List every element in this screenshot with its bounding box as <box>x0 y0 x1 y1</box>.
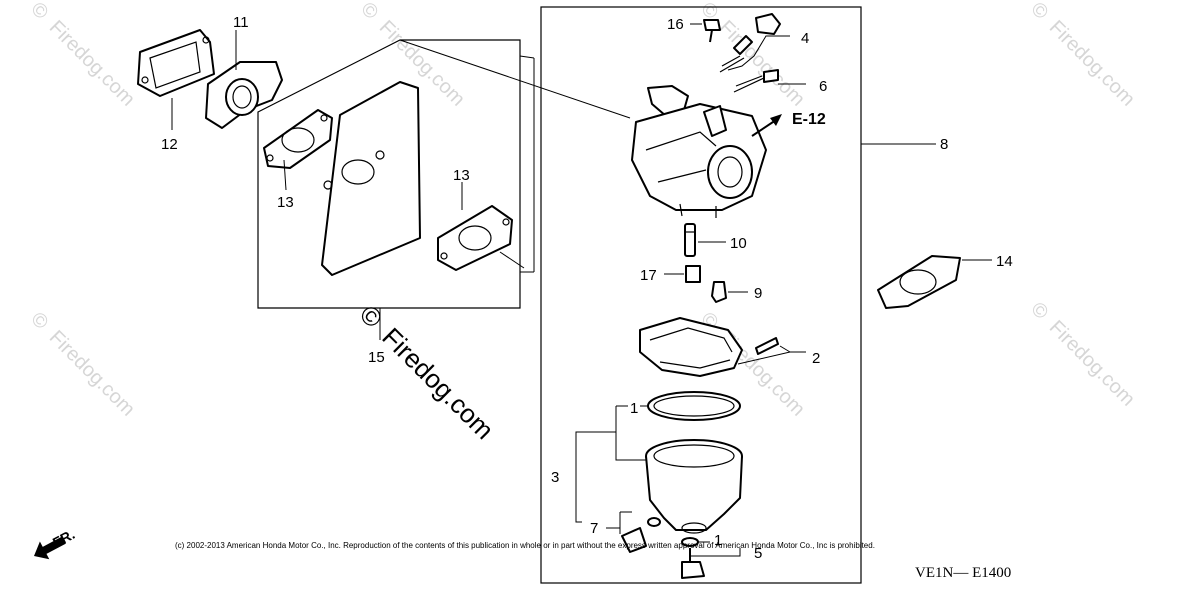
callout-2: 2 <box>812 350 820 367</box>
watermark-text: Firedog.com <box>45 326 139 420</box>
float-2 <box>639 317 806 377</box>
callout-10: 10 <box>730 235 747 252</box>
diagram-code: VE1N— E1400 <box>915 565 1011 581</box>
watermark-symbol: © <box>26 0 52 24</box>
callout-17: 17 <box>640 267 657 284</box>
callout-11: 11 <box>233 14 249 31</box>
callout-13-upper: 13 <box>277 194 294 211</box>
leader-13-upper <box>283 159 287 191</box>
callout-4: 4 <box>801 30 809 47</box>
leader-frame-carburetor <box>399 39 631 119</box>
main-jet-17 <box>664 265 701 283</box>
pilot-screw-set-4 <box>719 13 790 73</box>
screw-16 <box>690 19 721 43</box>
callout-1-lower: 1 <box>714 532 722 549</box>
watermark-symbol: © <box>356 0 382 24</box>
callout-9: 9 <box>754 285 762 302</box>
reference-e12: E-12 <box>751 111 826 137</box>
callout-3: 3 <box>551 469 559 486</box>
gasket-13-upper <box>263 109 333 169</box>
watermark-symbol: © <box>26 308 52 334</box>
watermark-symbol: © <box>1026 298 1052 324</box>
float-valve-9 <box>711 281 748 303</box>
callout-15: 15 <box>368 349 385 366</box>
watermark-main-text: Firedog.com <box>376 322 499 445</box>
watermark-main: © Firedog.com <box>354 299 500 445</box>
gasket-13-lower <box>437 205 513 271</box>
bracket-3 <box>575 431 646 523</box>
leader-13 <box>499 251 525 269</box>
leader-frame-link <box>519 55 535 59</box>
callout-8: 8 <box>940 136 948 153</box>
float-chamber-3 <box>645 439 743 534</box>
callout-6: 6 <box>819 78 827 95</box>
watermark-text: Firedog.com <box>1045 316 1139 410</box>
callout-5: 5 <box>754 545 762 562</box>
front-arrow-icon <box>34 536 66 560</box>
o-ring-1 <box>640 391 741 421</box>
watermark-main-symbol: © <box>354 299 389 334</box>
callout-1-upper: 1 <box>630 400 638 417</box>
callout-16: 16 <box>667 16 684 33</box>
main-nozzle-10 <box>684 223 726 257</box>
carburetor-assembly-frame <box>540 6 862 584</box>
drain-screw-7 <box>606 511 661 553</box>
copyright-notice: (c) 2002-2013 American Honda Motor Co., … <box>175 541 875 550</box>
callout-7: 7 <box>590 520 598 537</box>
heat-shield-plate <box>321 81 421 276</box>
watermark-text: Firedog.com <box>1045 16 1139 110</box>
carburetor-body <box>631 85 767 218</box>
watermark-text: Firedog.com <box>45 16 139 110</box>
gasket-14 <box>877 255 992 309</box>
callout-14: 14 <box>996 253 1013 270</box>
gasket-12 <box>137 29 215 97</box>
callout-13-lower: 13 <box>453 167 470 184</box>
throttle-stop-screw-6 <box>733 69 806 93</box>
watermark-symbol: © <box>1026 0 1052 24</box>
reference-e12-label: E-12 <box>792 111 826 128</box>
bolt-5 <box>681 537 741 579</box>
insulator-group-frame <box>257 39 521 309</box>
insulator-11 <box>205 61 283 129</box>
front-direction-indicator: FR. <box>34 526 77 560</box>
callout-12: 12 <box>161 136 178 153</box>
